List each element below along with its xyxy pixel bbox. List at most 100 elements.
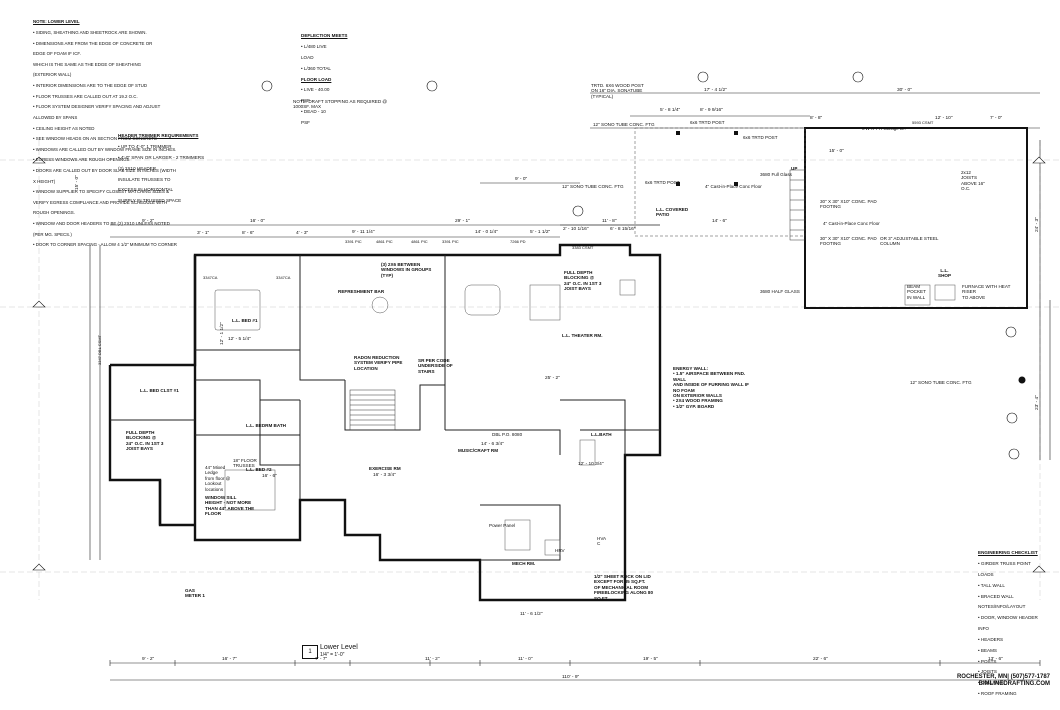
dimension: 24' - 3" — [1035, 217, 1040, 232]
dimension: 15' - 0" — [75, 175, 80, 190]
annotation-full-glass: 3680 Full Glass — [760, 172, 792, 177]
dimension: 9' - 2" — [142, 219, 155, 224]
dimension: 14' - 0 1/4" — [475, 230, 498, 235]
checklist-item: • BEAMS — [978, 647, 997, 653]
general-notes: NOTE: LOWER LEVEL • SIDING, SHEATHING AN… — [33, 14, 213, 253]
note-item: ROUGH OPENINGS. — [33, 210, 75, 216]
deflection-item: LOAD — [301, 55, 314, 61]
checklist-title: ENGINEERING CHECKLIST — [978, 550, 1038, 556]
annotation-trtd-post-2: 6x6 TRTD POST — [743, 135, 778, 140]
window-tag: 3347CA — [276, 275, 291, 280]
dimension: 16' - 6" — [262, 474, 277, 479]
header-trimmer-title: HEADER TRIMMER REQUIREMENTS — [118, 133, 199, 139]
checklist-item: • DOOR, WINDOW HEADER — [978, 615, 1038, 621]
checklist-item: LOADS — [978, 572, 994, 578]
annotation-gas-meter: GAS METER 1 — [185, 588, 205, 599]
dimension: 12' - 1 1/2" — [220, 322, 225, 345]
note-item: • WINDOW SUPPLIER TO SPECIFY CLOSEST MAT… — [33, 189, 170, 195]
dimension: 6' - 8 15/16" — [610, 227, 636, 232]
checklist-item: NOTES/INFO/LAYOUT — [978, 604, 1026, 610]
trimmer-item: (2) 2X10 HEADER — [118, 165, 157, 171]
dimension-total: 110' - 9" — [562, 675, 580, 680]
annotation-window-studs: (3) 2X6 BETWEEN WINDOWS IN GROUPS (TYP) — [381, 262, 432, 278]
dimension: 30' - 0" — [897, 88, 912, 93]
dimension: 8' - 8" — [810, 116, 823, 121]
dimension: 11' - 0" — [518, 657, 533, 662]
dimension: 25' - 2" — [545, 376, 560, 381]
note-item: • EGRESS WINDOWS ARE ROUGH OPENINGS — [33, 157, 130, 163]
dimension: 14' - 6 3/4" — [481, 442, 504, 447]
note-item: • CEILING HEIGHT AS NOTED — [33, 125, 95, 131]
checklist-item: • POSTS — [978, 658, 997, 664]
room-label-bed1: L.L. BED #1 — [232, 318, 258, 323]
trtd-post-note: TRTD. 6X6 WOOD POST ON 16" DIA. SONATUBE… — [591, 83, 644, 99]
dimension: 8' - 9 9/16" — [700, 108, 723, 113]
note-item: • DOOR TO CORNER SPACING - ALLOW 4 1/2" … — [33, 242, 177, 248]
view-scale: 1/4" = 1'-0" — [320, 652, 345, 658]
annotation-sonotube-1: 12" SONO TUBE CONC. FTG — [593, 122, 655, 127]
note-item: ALLOWED BY SPANS — [33, 114, 78, 120]
room-label-mech: MECH RM. — [512, 561, 536, 566]
note-item: • FLOOR SYSTEM DESIGNER VERIFY SPACING A… — [33, 104, 161, 110]
note-item: • DIMENSIONS ARE FROM THE EDGE OF CONCRE… — [33, 40, 153, 46]
view-title: Lower Level — [320, 644, 358, 651]
deflection-item: • DEAD - 10 — [301, 109, 326, 115]
deflection-item: PSF — [301, 119, 310, 125]
window-tag: 4861 PIC — [376, 239, 393, 244]
dimension: 11' - 2" — [425, 657, 440, 662]
annotation-hrv: HRV — [555, 548, 565, 553]
dimension: 17' - 4 1/2" — [704, 88, 727, 93]
note-item: • INTERIOR DIMENSIONS ARE TO THE EDGE OF… — [33, 83, 148, 89]
dimension: 9' - 0" — [515, 177, 528, 182]
window-tag: 3347 DBL CSMT — [97, 334, 102, 365]
deflection-item: • LIVE - 40.00 — [301, 87, 330, 93]
note-item: VERIFY EGRESS COMPLIANCE AND PROVIDE SCH… — [33, 199, 168, 205]
trimmer-item: INSULATE TRUSSES TO — [118, 176, 171, 182]
deflection-item: FLOOR LOAD — [301, 76, 332, 82]
note-item: • WINDOW AND DOOR HEADERS TO BE (2) 2X10… — [33, 220, 170, 226]
annotation-hvac: HVA C — [597, 536, 607, 547]
draft-stopping-note: NOTE: DRAFT STOPPING AS REQUIRED @ 1000S… — [293, 99, 388, 110]
annotation-conc-floor: 4" Cast-in-Place Conc Floor — [705, 184, 762, 189]
header-trimmer-notes: HEADER TRIMMER REQUIREMENTS • UP TO 4'-0… — [118, 128, 213, 209]
deflection-notes: DEFLECTION MEETS • L/480 LIVE LOAD • L/3… — [301, 28, 351, 131]
trimmer-item: • 4'-0" SPAN OR LARGER - 2 TRIMMERS — [118, 155, 205, 161]
annotation-trtd-post-3: 6x6 TRTD POST — [645, 180, 680, 185]
note-item: • DOORS ARE CALLED OUT BY DOOR SLAB SIZE… — [33, 167, 176, 173]
dimension: 16' - 7" — [222, 657, 237, 662]
engineering-checklist: ENGINEERING CHECKLIST • GIRDER TRUSS POI… — [978, 545, 1058, 702]
annotation-half-glass: 3680 HALF GLASS — [760, 289, 800, 294]
dimension: 3' - 1" — [197, 231, 210, 236]
dimension: 4' - 3" — [296, 231, 309, 236]
firm-phone: ROCHESTER, MN| (507)577-1787 — [956, 674, 1050, 680]
annotation-egress-ledge: 44" Mixed Ledge from floor @ Lookout loc… — [205, 465, 231, 492]
dimension: 16' - 0" — [250, 219, 265, 224]
window-tag: 3383 CSMT — [572, 245, 594, 250]
annotation-pad-footing-1: 30" X 30" X10" CONC. PAD FOOTING — [820, 199, 877, 210]
window-tag: 3391 PIC — [345, 239, 362, 244]
trimmer-item: • UP TO 4'-0" 1 TRIMMER — [118, 144, 172, 150]
dimension: 14' - 6" — [712, 219, 727, 224]
room-label-music-craft: MUSIC/CRAFT RM — [458, 448, 499, 453]
checklist-item: INFO — [978, 626, 989, 632]
window-tag: 4861 PIC — [411, 239, 428, 244]
annotation-floor-trusses: 18" FLOOR TRUSSES — [233, 458, 257, 469]
note-item: • SIDING, SHEATHING AND SHEETROCK ARE SH… — [33, 30, 147, 36]
dimension: 23' - 4" — [1035, 395, 1040, 410]
dimension: 12' - 10" — [935, 116, 953, 121]
checklist-item: • GIRDER TRUSS POINT — [978, 561, 1031, 567]
annotation-blocking-left: FULL DEPTH BLOCKING @ 24" O.C. IN 1ST 3 … — [126, 430, 164, 452]
annotation-power-panel: Power Panel — [489, 523, 516, 528]
note-item: EDGE OF FOAM IF ICF. — [33, 51, 81, 57]
trimmer-item: EXCESS IN HORIZONTAL — [118, 187, 174, 193]
dimension: 7' - 7" — [315, 657, 328, 662]
annotation-sonotube-3: 12" SONO TUBE CONC. FTG — [910, 380, 972, 385]
note-item: X HEIGHT) — [33, 178, 56, 184]
checklist-item: • BRACED WALL — [978, 593, 1014, 599]
note-item: (EXTERIOR WALL) — [33, 72, 72, 78]
room-label-theater: L.L. THEATER RM. — [562, 333, 603, 338]
note-item: WHICH IS THE SAME AS THE EDGE OF SHEATHI… — [33, 61, 142, 67]
room-label-ll-bath: L.L.BATH — [591, 432, 612, 437]
note-item: • WINDOWS ARE CALLED OUT BY WINDOW FRAME… — [33, 146, 177, 152]
note-item: • FLOOR TRUSSES ARE CALLED OUT AT 19.2 O… — [33, 93, 138, 99]
